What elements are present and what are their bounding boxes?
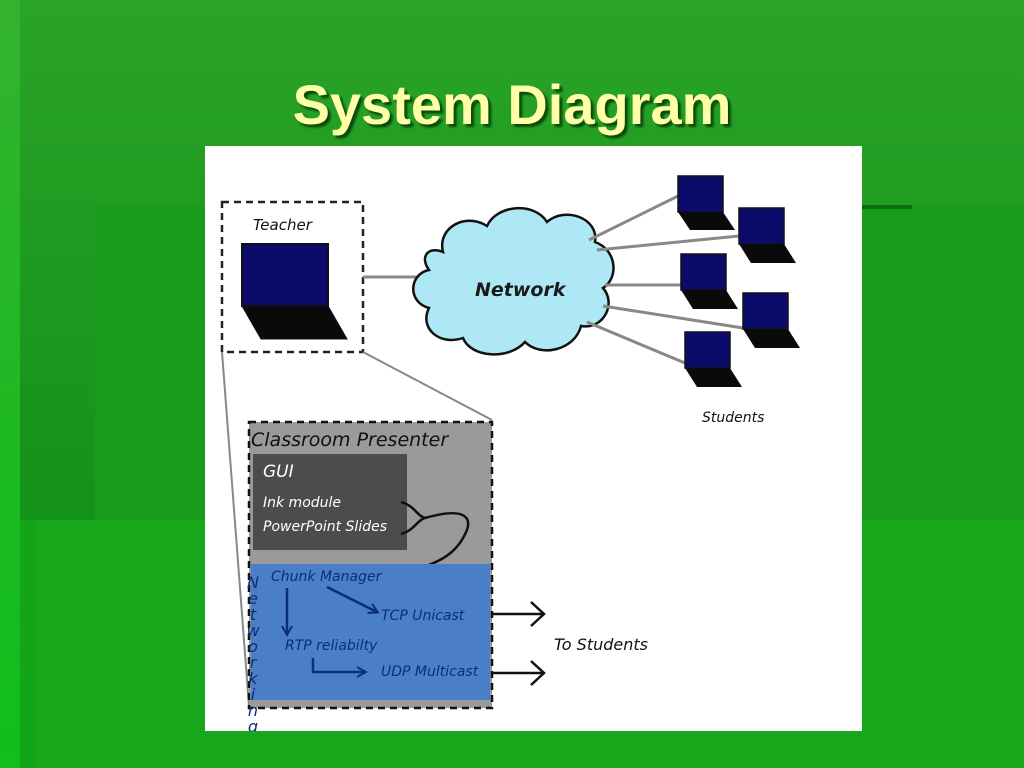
to-students-label: To Students (554, 635, 648, 654)
gui-item-ink-module: Ink module (263, 495, 341, 511)
teacher-laptop-icon (241, 243, 348, 340)
system-diagram: Teacher Network (205, 146, 862, 731)
diagram-canvas: Teacher Network (220, 175, 800, 731)
udp-multicast-label: UDP Multicast (381, 664, 479, 680)
chunk-manager-label: Chunk Manager (271, 569, 383, 585)
networking-arrows (287, 585, 377, 672)
network-cloud-icon (412, 207, 615, 356)
student-laptop-icon (742, 292, 800, 348)
student-laptop-icon (677, 175, 735, 230)
gui-box (253, 454, 407, 550)
student-laptop-icon (680, 253, 738, 309)
networking-vertical-label: Networking (244, 573, 263, 731)
student-laptop-icon (684, 331, 742, 387)
rtp-reliability-label: RTP reliabilty (285, 638, 378, 654)
tcp-unicast-label: TCP Unicast (381, 608, 465, 624)
zoom-line-right (362, 351, 493, 421)
background-left-strip (0, 0, 20, 768)
students-label: Students (702, 410, 764, 426)
classroom-presenter-label: Classroom Presenter (251, 429, 449, 451)
slide-title: System Diagram (292, 73, 732, 136)
network-label: Network (475, 279, 567, 301)
student-links (586, 194, 744, 365)
gui-title: GUI (263, 462, 294, 482)
teacher-label: Teacher (253, 216, 313, 234)
zoom-line-left (221, 351, 250, 707)
to-students-arrows (491, 601, 546, 686)
student-laptop-icon (738, 207, 796, 263)
background-accent-line (860, 205, 912, 209)
gui-item-powerpoint-slides: PowerPoint Slides (263, 519, 387, 535)
